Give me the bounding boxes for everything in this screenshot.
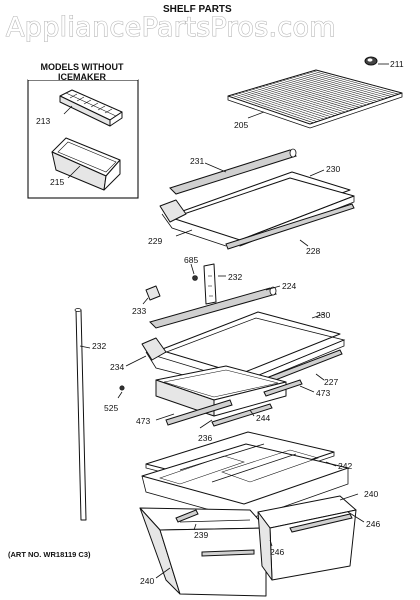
callout-205: 205 <box>234 120 248 130</box>
shelf-support-part <box>203 263 217 305</box>
wire-rod <box>295 75 381 101</box>
wire-rod <box>231 94 314 124</box>
inset-heading-line1: MODELS WITHOUT <box>41 62 124 72</box>
drawer-handle-part <box>175 509 199 523</box>
wire-rod <box>282 79 367 106</box>
callout-473-right: 473 <box>316 388 330 398</box>
callout-242: 242 <box>338 461 352 471</box>
vertical-support-part <box>74 308 87 521</box>
crisper-drawer-right <box>257 495 357 581</box>
callout-229: 229 <box>148 236 162 246</box>
callout-473-left: 473 <box>136 416 150 426</box>
callout-239: 239 <box>194 530 208 540</box>
wire-rod <box>275 81 360 108</box>
wire-rod <box>254 87 339 115</box>
wire-rod <box>258 86 342 114</box>
middle-shelf-assembly <box>141 286 346 394</box>
watermark: AppliancePartsPros.com <box>6 12 336 43</box>
wire-rod <box>299 74 385 100</box>
inset-models-without-icemaker: MODELS WITHOUT ICEMAKER <box>27 62 139 199</box>
callout-240-right: 240 <box>364 489 378 499</box>
crisper-drawer-left <box>139 507 267 597</box>
wire-rod <box>241 91 325 120</box>
wire-rod <box>251 88 335 116</box>
callout-525: 525 <box>104 403 118 413</box>
wire-rod <box>285 78 371 104</box>
callout-231: 231 <box>190 156 204 166</box>
callout-labels: 211 205 213 215 231 230 229 228 685 232 … <box>36 59 404 586</box>
callout-233: 233 <box>132 306 146 316</box>
callout-244: 244 <box>256 413 270 423</box>
shelf-clip-part <box>364 56 378 66</box>
callout-236: 236 <box>198 433 212 443</box>
crisper-cover-assembly <box>141 431 349 521</box>
callout-227: 227 <box>324 377 338 387</box>
wire-rod <box>312 70 399 95</box>
ice-tray-part <box>59 89 123 127</box>
callout-246-middle: 246 <box>270 547 284 557</box>
wire-shelf-part <box>227 69 403 129</box>
inset-heading-line2: ICEMAKER <box>58 72 107 82</box>
sliding-drawer-assembly <box>119 365 303 427</box>
callout-230-middle: 230 <box>316 310 330 320</box>
ice-bin-part <box>51 137 121 191</box>
wire-rod <box>234 93 318 122</box>
wire-rod <box>248 89 332 118</box>
bracket-part <box>145 285 161 301</box>
callout-232-vertical: 232 <box>92 341 106 351</box>
wire-rod <box>268 83 353 110</box>
leader-lines <box>63 63 389 579</box>
callout-232-support: 232 <box>228 272 242 282</box>
callout-685: 685 <box>184 255 198 265</box>
callout-230-upper: 230 <box>326 164 340 174</box>
upper-shelf-assembly <box>159 148 355 250</box>
callout-240-left: 240 <box>140 576 154 586</box>
wire-rod <box>309 71 395 96</box>
screw-part <box>192 275 198 281</box>
art-number: (ART NO. WR18119 C3) <box>8 550 91 559</box>
callout-224: 224 <box>282 281 296 291</box>
callout-228: 228 <box>306 246 320 256</box>
wire-rod <box>305 72 392 97</box>
wire-rod <box>238 92 321 121</box>
callout-234: 234 <box>110 362 124 372</box>
wire-rod <box>302 73 388 99</box>
wire-rod <box>244 90 328 119</box>
wire-rod <box>278 80 364 107</box>
diagram-title: SHELF PARTS <box>163 4 232 15</box>
wire-rod <box>261 85 346 113</box>
callout-246-right: 246 <box>366 519 380 529</box>
wire-rod <box>292 76 378 102</box>
wire-rod <box>265 84 350 112</box>
callout-215: 215 <box>50 177 64 187</box>
callout-213: 213 <box>36 116 50 126</box>
wire-rod <box>271 82 357 109</box>
wire-rod <box>288 77 374 103</box>
callout-211: 211 <box>390 59 404 69</box>
